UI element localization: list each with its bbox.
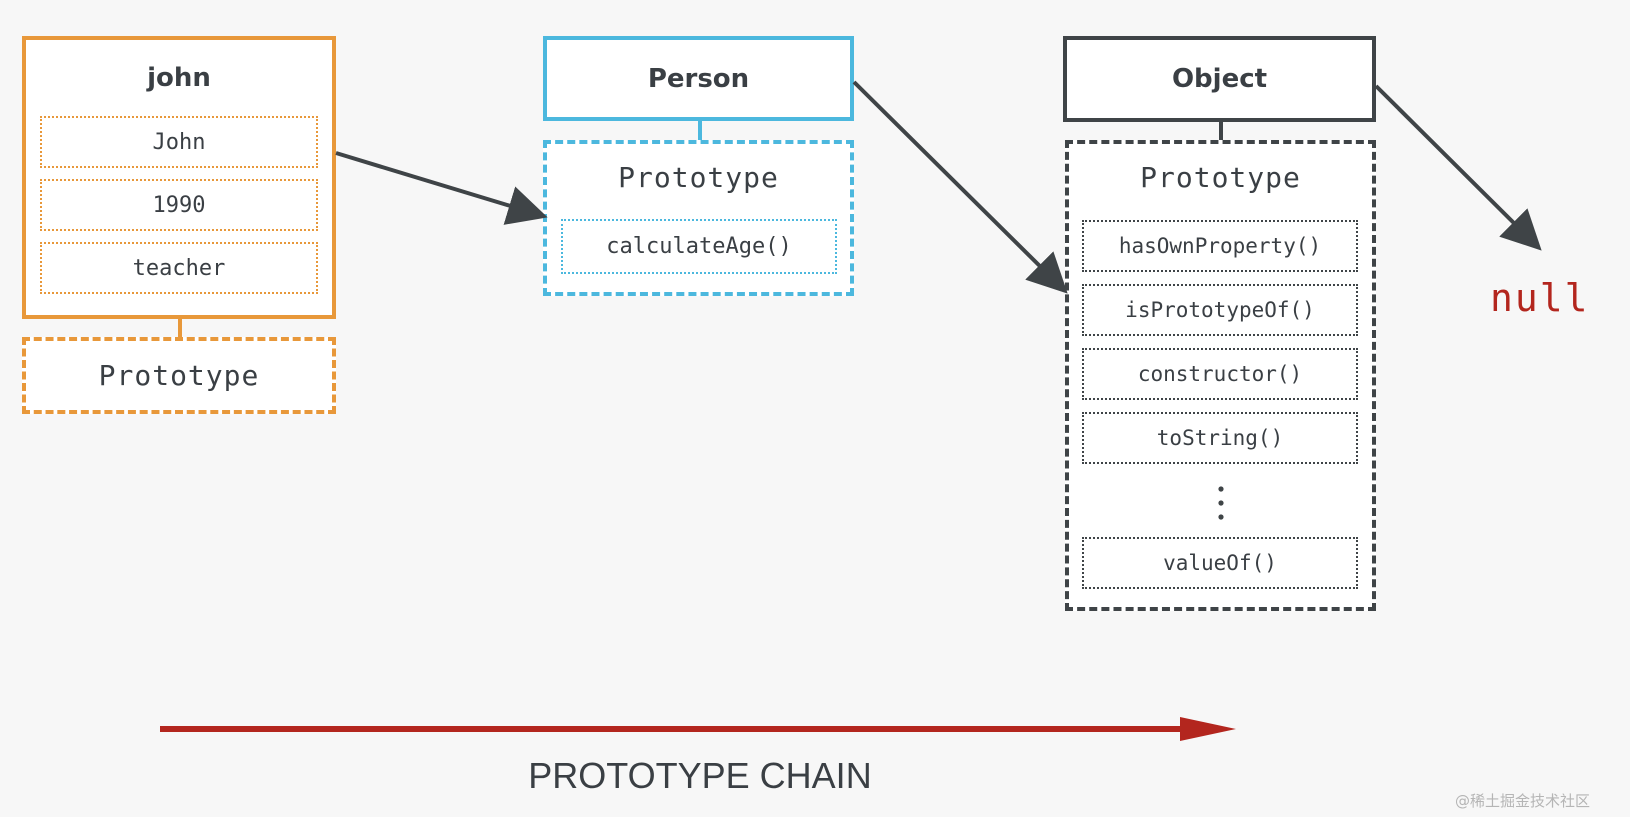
object-method-constructor: constructor() [1082,348,1358,400]
john-object-title: john [26,40,332,116]
object-prototype-label: Prototype [1140,160,1301,194]
vertical-ellipsis-icon [1217,486,1224,520]
arrow-person-to-object-prototype [852,80,1068,294]
object-method-value-of: valueOf() [1082,537,1358,589]
arrow-object-to-null [1374,84,1542,251]
object-constructor-title: Object [1063,36,1376,122]
object-prototype-connector [1219,122,1223,140]
arrow-right-icon [1180,717,1236,741]
prototype-chain-label: PROTOTYPE CHAIN [528,755,872,796]
john-field-birth-year: 1990 [40,179,318,231]
person-prototype-connector [698,121,702,140]
null-label: null [1490,276,1590,320]
prototype-chain-arrow [160,717,1236,741]
person-prototype-label: Prototype [618,160,779,194]
person-constructor-title: Person [543,36,854,121]
object-methods-ellipsis [1069,478,1372,528]
john-prototype-box: Prototype [22,337,336,414]
object-method-has-own-property: hasOwnProperty() [1082,220,1358,272]
person-method-calculate-age: calculateAge() [561,219,837,274]
john-prototype-connector [178,319,182,337]
john-field-job: teacher [40,242,318,294]
john-field-name: John [40,116,318,168]
arrow-john-to-person-prototype [335,151,548,225]
object-method-is-prototype-of: isPrototypeOf() [1082,284,1358,336]
watermark: @稀土掘金技术社区 [1455,791,1591,810]
object-method-to-string: toString() [1082,412,1358,464]
